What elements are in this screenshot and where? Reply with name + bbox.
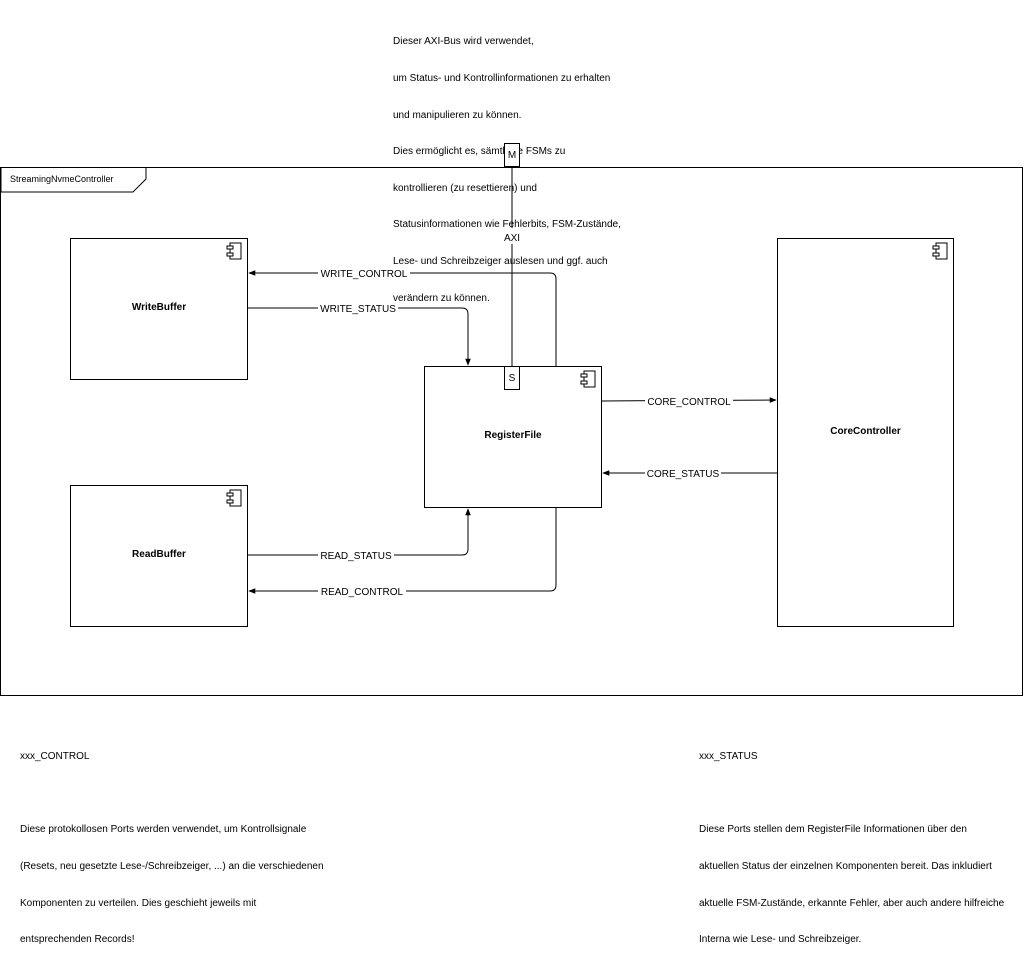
axi-bus-note: Dieser AXI-Bus wird verwendet, um Status… (393, 12, 621, 317)
write-buffer-component[interactable]: WriteBuffer (70, 238, 248, 380)
note-line: Interna wie Lese- und Schreibzeiger. (699, 934, 862, 946)
control-note: xxx_CONTROL Diese protokollosen Ports we… (20, 727, 324, 959)
note-line: Diese Ports stellen dem RegisterFile Inf… (699, 824, 967, 836)
status-note: xxx_STATUS Diese Ports stellen dem Regis… (699, 727, 1004, 959)
core-controller-component[interactable]: CoreController (777, 238, 954, 627)
note-line: (Resets, neu gesetzte Lese-/Schreibzeige… (20, 861, 324, 873)
read-control-wire[interactable] (248, 508, 557, 594)
write-status-label: WRITE_STATUS (320, 304, 396, 315)
control-note-title: xxx_CONTROL (20, 751, 90, 763)
note-line: aktuelle FSM-Zustände, erkannte Fehler, … (699, 897, 1005, 909)
note-line: aktuellen Status der einzelnen Komponent… (699, 861, 992, 873)
core-controller-title: CoreController (830, 426, 901, 437)
note-line: Statusinformationen wie Fehlerbits, FSM-… (393, 219, 621, 231)
component-icon (580, 370, 596, 388)
note-line: und manipulieren zu können. (393, 109, 522, 121)
connection-wires: AXI WRITE_CONTROL WRITE_STATUS READ_STAT… (248, 166, 777, 598)
write-buffer-title: WriteBuffer (131, 302, 187, 313)
note-line: Dies ermöglicht es, sämtliche FSMs zu (393, 146, 566, 158)
core-status-label: CORE_STATUS (647, 469, 720, 480)
axi-master-port[interactable]: M (504, 143, 520, 167)
read-buffer-component[interactable]: ReadBuffer (70, 485, 248, 627)
component-icon (226, 242, 242, 260)
read-status-label: READ_STATUS (320, 551, 392, 562)
register-file-title: RegisterFile (484, 430, 542, 441)
write-status-wire[interactable] (248, 307, 471, 366)
write-control-wire[interactable] (248, 270, 557, 366)
frame-label: StreamingNvmeController (10, 174, 114, 184)
core-control-label: CORE_CONTROL (647, 397, 731, 408)
note-line: Diese protokollosen Ports werden verwend… (20, 824, 307, 836)
read-buffer-title: ReadBuffer (132, 549, 186, 560)
component-icon (932, 242, 948, 260)
axi-slave-port[interactable]: S (504, 366, 520, 390)
component-icon (226, 489, 242, 507)
write-control-label: WRITE_CONTROL (321, 269, 408, 280)
note-line: entsprechenden Records! (20, 934, 135, 946)
note-line: kontrollieren (zu resettieren) und (393, 182, 537, 194)
read-control-label: READ_CONTROL (321, 587, 404, 598)
status-note-title: xxx_STATUS (699, 751, 758, 763)
read-status-wire[interactable] (248, 508, 471, 556)
note-line: Lese- und Schreibzeiger auslesen und ggf… (393, 256, 608, 268)
frame-tab-shape (1, 168, 147, 193)
axi-label: AXI (504, 233, 520, 244)
note-line: Komponenten zu verteilen. Dies geschieht… (20, 897, 257, 909)
note-line: Dieser AXI-Bus wird verwendet, (393, 36, 534, 48)
note-line: verändern zu können. (393, 292, 490, 304)
note-line: um Status- und Kontrollinformationen zu … (393, 73, 611, 85)
